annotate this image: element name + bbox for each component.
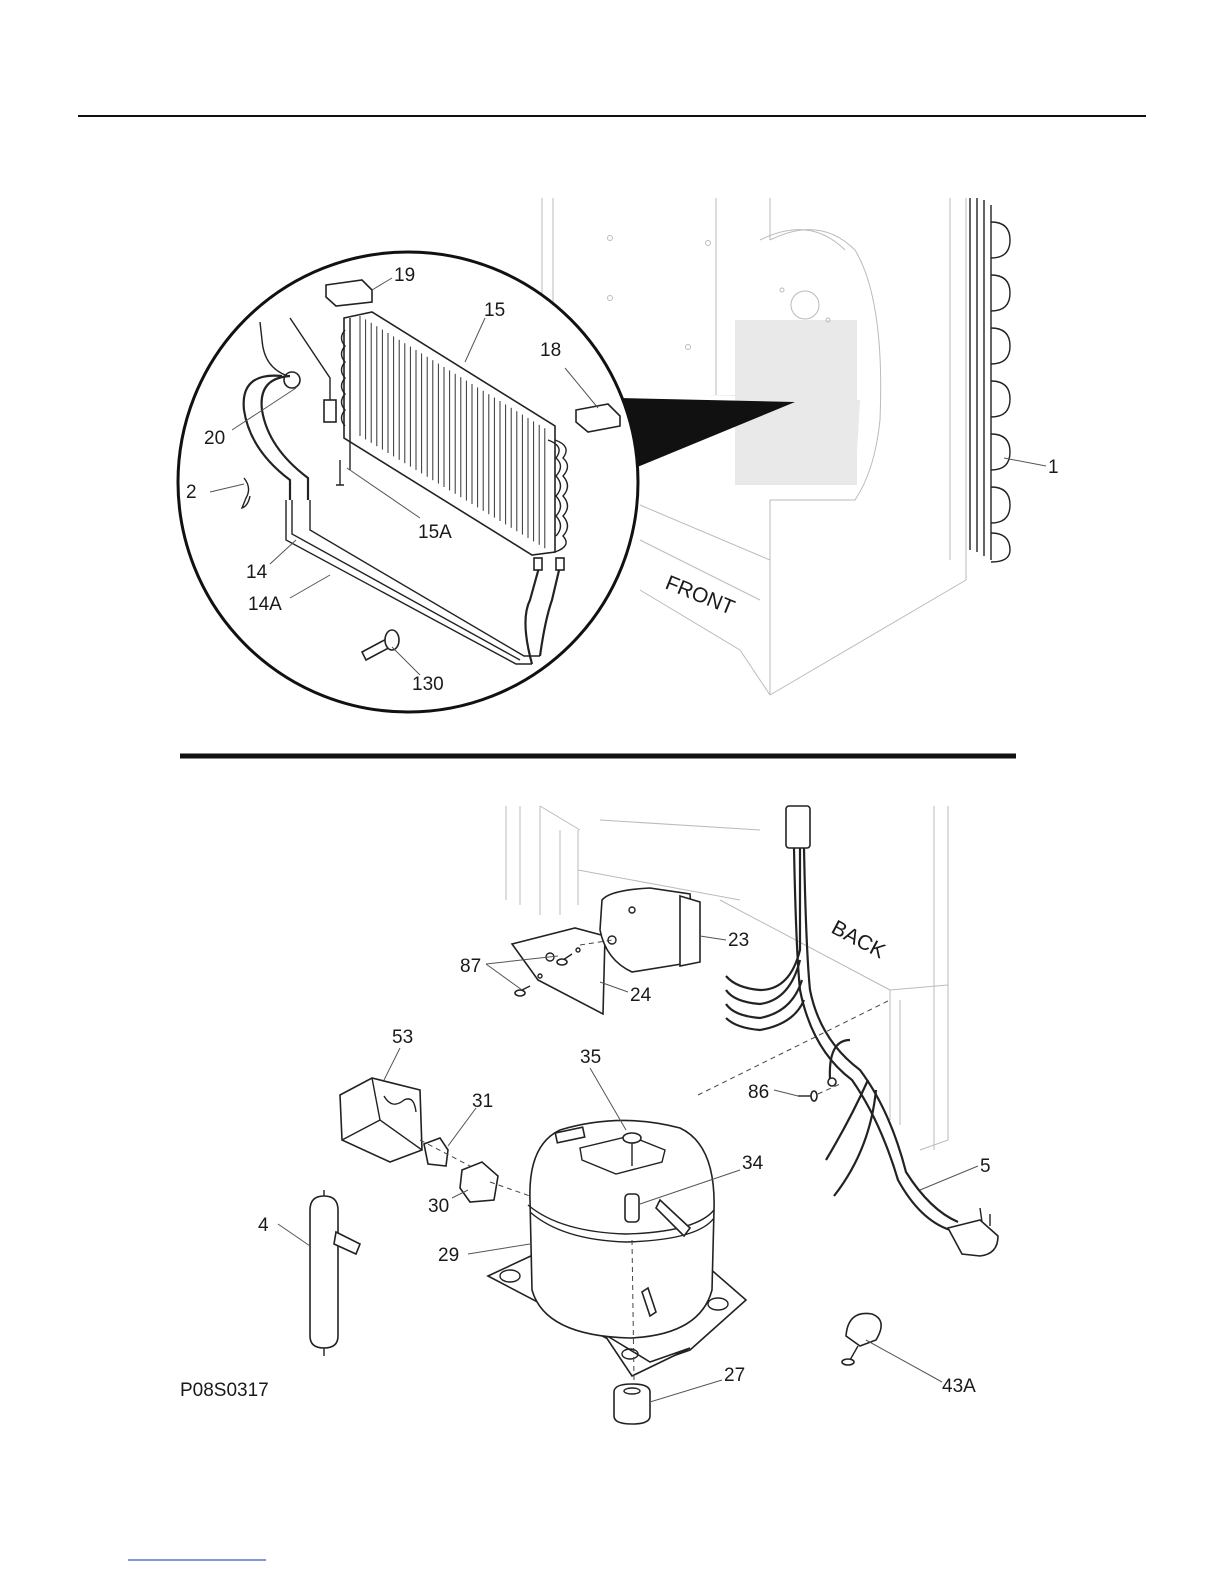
label-87: 87 xyxy=(460,956,481,977)
label-130: 130 xyxy=(412,674,444,695)
part-19-block xyxy=(326,280,372,306)
label-2: 2 xyxy=(186,482,197,503)
label-27: 27 xyxy=(724,1365,745,1386)
label-14a: 14A xyxy=(248,594,282,615)
drawing-id: P08S0317 xyxy=(180,1380,269,1401)
label-30: 30 xyxy=(428,1196,449,1217)
part-24-bracket xyxy=(512,928,605,1014)
label-24: 24 xyxy=(630,985,652,1006)
part-53-relay xyxy=(340,1078,422,1162)
label-34: 34 xyxy=(742,1153,764,1174)
part-4-drier xyxy=(310,1190,360,1356)
label-31: 31 xyxy=(472,1091,493,1112)
part-29-compressor xyxy=(488,1120,746,1380)
label-29: 29 xyxy=(438,1245,459,1266)
label-4: 4 xyxy=(258,1215,269,1236)
part-86-screw xyxy=(798,1084,840,1101)
label-5: 5 xyxy=(980,1156,991,1177)
label-53: 53 xyxy=(392,1027,413,1048)
label-20: 20 xyxy=(204,428,225,449)
label-43a: 43A xyxy=(942,1376,976,1397)
label-15: 15 xyxy=(484,300,505,321)
part-34-grommet xyxy=(625,1194,639,1222)
part-27-foot xyxy=(614,1384,650,1424)
label-front: FRONT xyxy=(662,571,738,619)
label-86: 86 xyxy=(748,1082,769,1103)
label-15a: 15A xyxy=(418,522,452,543)
part-5-harness xyxy=(726,806,998,1256)
label-14: 14 xyxy=(246,562,268,583)
condenser-coil xyxy=(970,198,1010,562)
label-back: BACK xyxy=(828,916,889,963)
label-1: 1 xyxy=(1048,457,1059,478)
part-30-overload xyxy=(460,1162,530,1202)
label-18: 18 xyxy=(540,340,561,361)
label-19: 19 xyxy=(394,265,415,286)
label-35: 35 xyxy=(580,1047,601,1068)
part-43a-clamp xyxy=(842,1313,881,1365)
label-23: 23 xyxy=(728,930,749,951)
part-31-clip xyxy=(420,1138,470,1166)
